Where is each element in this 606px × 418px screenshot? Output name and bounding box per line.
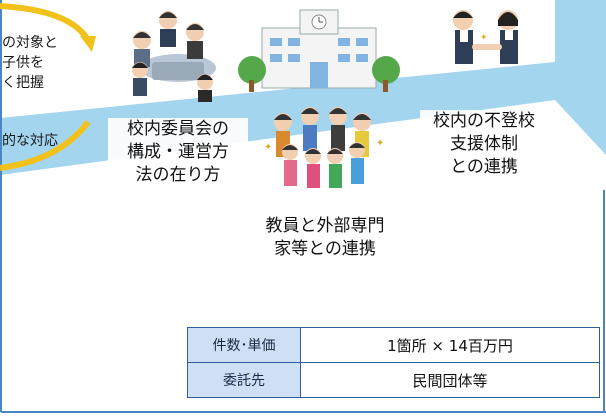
count-unit-header: 件数･単価 bbox=[187, 327, 301, 363]
support-label-line1: 校内の不登校 bbox=[433, 111, 535, 131]
table-row: 件数･単価 1箇所 × 14百万円 bbox=[187, 327, 600, 363]
left-text-line3: く把握 bbox=[2, 75, 44, 91]
curve-arrow-bottom bbox=[0, 120, 91, 171]
committee-label: 校内委員会の 構成・運営方 法の在り方 bbox=[108, 118, 248, 187]
count-unit-value: 1箇所 × 14百万円 bbox=[300, 327, 600, 363]
contractor-value: 民間団体等 bbox=[300, 362, 600, 398]
support-label-line3: との連携 bbox=[450, 157, 518, 177]
committee-illustration bbox=[132, 11, 216, 102]
support-system-label: 校内の不登校 支援体制 との連携 bbox=[420, 110, 548, 179]
info-table: 件数･単価 1箇所 × 14百万円 委託先 民間団体等 bbox=[187, 327, 600, 398]
experts-label: 教員と外部専門 家等との連携 bbox=[250, 215, 400, 261]
svg-text:✦: ✦ bbox=[264, 142, 272, 153]
left-text-line4: 的な対応 bbox=[2, 133, 58, 149]
curve-arrow-top-head bbox=[80, 36, 96, 52]
left-text-line2: 子供を bbox=[2, 55, 44, 71]
svg-text:✦: ✦ bbox=[376, 138, 384, 149]
committee-label-line3: 法の在り方 bbox=[135, 165, 221, 185]
table-row: 委託先 民間団体等 bbox=[187, 362, 600, 398]
svg-text:✦: ✦ bbox=[480, 33, 488, 43]
handshake-illustration: ✦ bbox=[453, 10, 518, 64]
committee-label-line2: 構成・運営方 bbox=[127, 142, 229, 162]
curve-arrow-top bbox=[0, 3, 91, 42]
people-group-illustration: ✦ ✦ bbox=[264, 107, 384, 188]
committee-label-line1: 校内委員会の bbox=[127, 119, 229, 139]
contractor-header: 委託先 bbox=[187, 362, 301, 398]
school-illustration bbox=[238, 9, 400, 92]
left-text-line1: の対象と bbox=[2, 35, 58, 51]
experts-label-line2: 家等との連携 bbox=[274, 239, 376, 259]
support-label-line2: 支援体制 bbox=[450, 134, 518, 154]
experts-label-line1: 教員と外部専門 bbox=[265, 216, 385, 236]
